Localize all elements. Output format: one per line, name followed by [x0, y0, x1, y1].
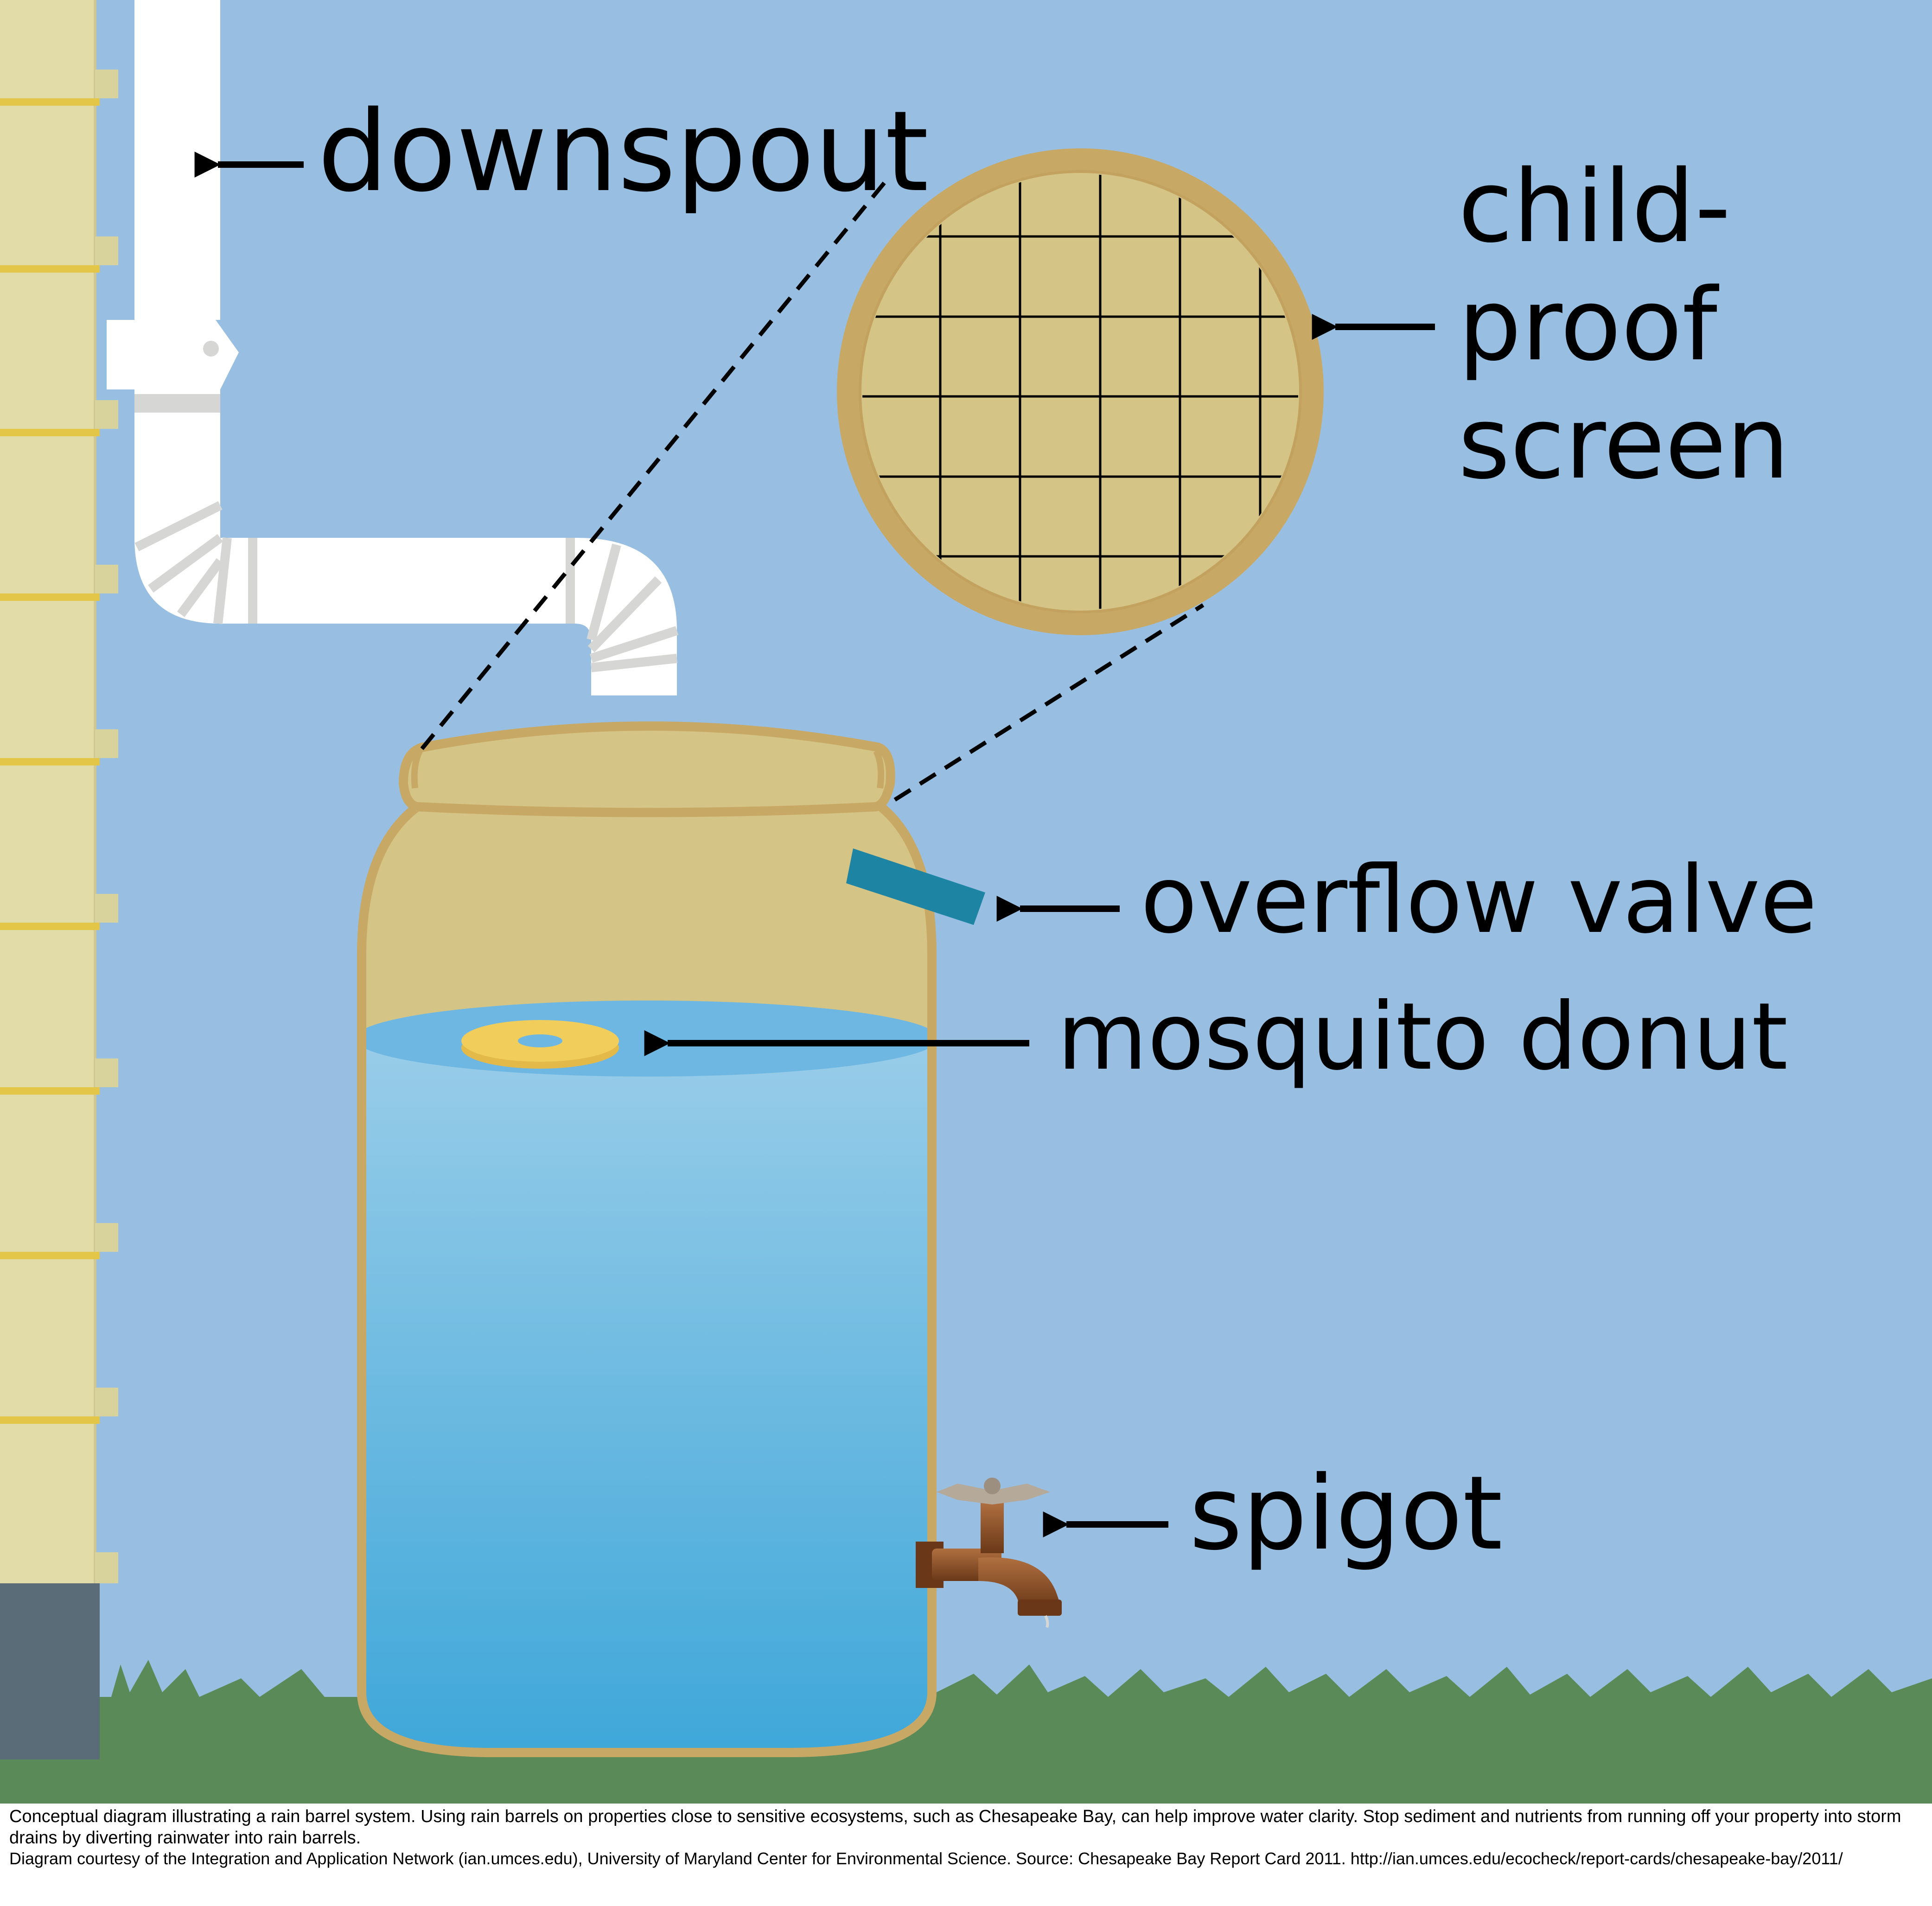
spigot-label: spigot [1189, 1454, 1503, 1573]
grass [0, 1660, 1932, 1804]
child-proof-screen [837, 148, 1324, 635]
barrel-lid [398, 721, 895, 817]
mosquito-donut [461, 1020, 619, 1069]
house-foundation [0, 1583, 100, 1759]
zoom-lines [420, 177, 1205, 802]
water-surface [362, 1001, 932, 1077]
downspout-label: downspout [318, 87, 929, 217]
rain-barrel-diagram: downspout child- proof screen overflow v… [0, 0, 1932, 1804]
screen-label-line3: screen [1458, 385, 1790, 501]
overflow-valve-label: overflow valve [1141, 846, 1817, 954]
caption-description: Conceptual diagram illustrating a rain b… [9, 1807, 1901, 1848]
caption-credit: Diagram courtesy of the Integration and … [9, 1849, 1843, 1868]
mosquito-donut-label: mosquito donut [1057, 983, 1788, 1091]
screen-label-line1: child- [1458, 148, 1731, 265]
spigot [916, 1478, 1062, 1628]
house-siding [0, 0, 118, 1583]
water [362, 1034, 932, 1753]
caption: Conceptual diagram illustrating a rain b… [9, 1806, 1919, 1903]
screen-label-line2: proof [1458, 267, 1719, 383]
downspout [107, 0, 679, 695]
overflow-valve [846, 848, 985, 925]
arrows [194, 152, 1435, 1537]
